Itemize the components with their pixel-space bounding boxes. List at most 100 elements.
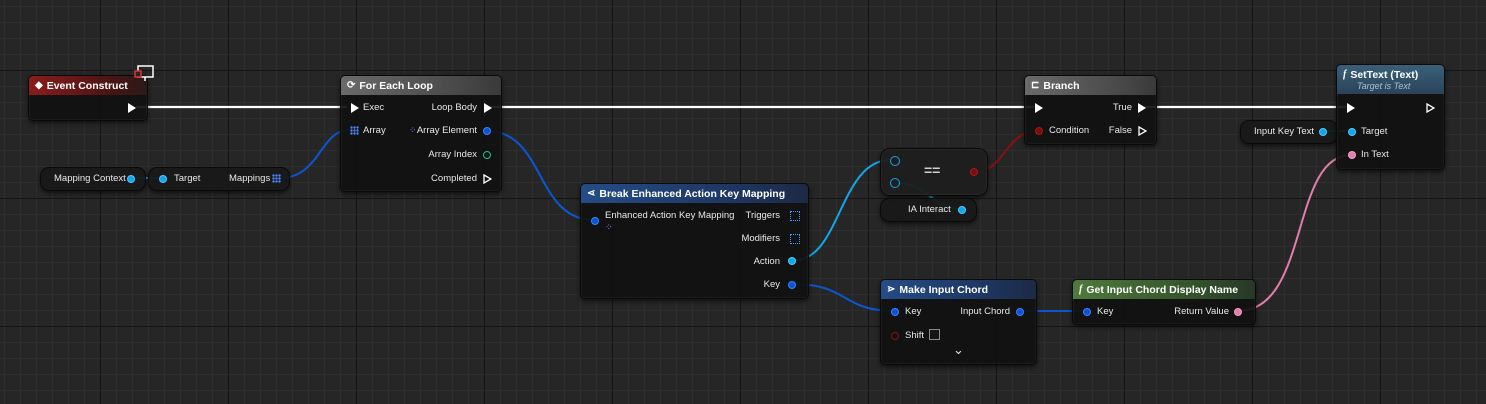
key-out-pin[interactable] bbox=[788, 281, 796, 289]
shift-in-pin[interactable] bbox=[891, 332, 899, 340]
key-in-pin[interactable] bbox=[891, 308, 899, 316]
target-label: Target bbox=[174, 173, 201, 184]
in-text-label: In Text bbox=[1361, 149, 1389, 160]
for-each-loop-node[interactable]: ⟳ For Each Loop Exec Loop Body Array ⁘ A… bbox=[340, 75, 502, 192]
mapping-context-variable[interactable]: Mapping Context bbox=[40, 167, 146, 191]
variable-label: Input Key Text bbox=[1254, 126, 1315, 137]
set-text-node[interactable]: f SetText (Text) Target is Text Target I… bbox=[1336, 64, 1445, 170]
mappings-label: Mappings bbox=[229, 173, 271, 184]
array-element-out-pin[interactable] bbox=[483, 127, 491, 135]
target-label: Target bbox=[1361, 126, 1388, 137]
branch-header: ⊏ Branch bbox=[1025, 76, 1156, 95]
event-construct-node[interactable]: ◆ Event Construct bbox=[28, 75, 148, 121]
get-display-header: f Get Input Chord Display Name bbox=[1073, 280, 1255, 299]
object-out-pin[interactable] bbox=[958, 206, 966, 214]
node-title: Event Construct bbox=[46, 79, 128, 92]
condition-label: Condition bbox=[1049, 125, 1090, 136]
break-mapping-node[interactable]: ⋖ Break Enhanced Action Key Mapping Enha… bbox=[580, 183, 809, 299]
equals-operator: == bbox=[924, 162, 941, 178]
key-in-pin[interactable] bbox=[1083, 308, 1091, 316]
key-label: Key bbox=[1097, 306, 1114, 317]
target-in-pin[interactable] bbox=[159, 175, 167, 183]
mapping-in-pin[interactable] bbox=[591, 217, 599, 225]
input-chord-out-pin[interactable] bbox=[1016, 308, 1024, 316]
object-out-pin[interactable] bbox=[1319, 128, 1327, 136]
make-chord-header: ⋗ Make Input Chord bbox=[881, 280, 1036, 299]
struct-glyph-icon: ⁘ bbox=[409, 125, 417, 135]
node-title: Make Input Chord bbox=[899, 283, 989, 296]
array-element-label: Array Element bbox=[416, 125, 477, 136]
function-icon: f bbox=[1343, 69, 1347, 80]
true-out-pin[interactable] bbox=[1138, 103, 1146, 113]
client-monitor-icon bbox=[134, 65, 154, 81]
node-title: Get Input Chord Display Name bbox=[1086, 283, 1239, 296]
array-out-pin[interactable] bbox=[272, 174, 281, 183]
struct-glyph-icon: ⁘ bbox=[605, 222, 613, 232]
target-in-pin[interactable] bbox=[1348, 128, 1356, 136]
array-index-out-pin[interactable] bbox=[483, 151, 491, 159]
true-label: True bbox=[1112, 102, 1132, 113]
triggers-label: Triggers bbox=[745, 210, 781, 221]
exec-out-pin[interactable] bbox=[1426, 103, 1435, 113]
node-title: SetText (Text) bbox=[1350, 68, 1419, 81]
in-text-in-pin[interactable] bbox=[1348, 151, 1356, 159]
get-chord-display-name-node[interactable]: f Get Input Chord Display Name Key Retur… bbox=[1072, 279, 1256, 325]
a-in-pin[interactable] bbox=[890, 156, 900, 166]
node-title: For Each Loop bbox=[359, 79, 433, 92]
mapping-input-label: Enhanced Action Key Mapping bbox=[605, 210, 735, 221]
triggers-out-pin[interactable] bbox=[790, 211, 800, 221]
result-out-pin[interactable] bbox=[970, 168, 978, 176]
loop-body-label: Loop Body bbox=[431, 102, 477, 113]
array-index-label: Array Index bbox=[428, 149, 477, 160]
branch-icon: ⊏ bbox=[1031, 80, 1040, 91]
exec-label: Exec bbox=[363, 102, 385, 113]
false-out-pin[interactable] bbox=[1138, 126, 1147, 136]
object-out-pin[interactable] bbox=[127, 175, 135, 183]
node-title: Branch bbox=[1043, 79, 1080, 92]
get-mappings-node[interactable]: Target Mappings bbox=[148, 167, 290, 191]
completed-out-pin[interactable] bbox=[483, 174, 492, 184]
b-in-pin[interactable] bbox=[890, 178, 900, 188]
key-label: Key bbox=[763, 279, 780, 290]
variable-label: Mapping Context bbox=[54, 173, 126, 184]
make-struct-icon: ⋗ bbox=[887, 284, 896, 295]
exec-in-pin[interactable] bbox=[1347, 103, 1355, 113]
modifiers-out-pin[interactable] bbox=[790, 234, 800, 244]
key-label: Key bbox=[905, 306, 922, 317]
function-icon: f bbox=[1079, 284, 1083, 295]
exec-in-pin[interactable] bbox=[1035, 103, 1043, 113]
completed-label: Completed bbox=[431, 173, 477, 184]
node-title: Break Enhanced Action Key Mapping bbox=[599, 187, 786, 200]
struct-wire bbox=[486, 130, 595, 221]
shift-checkbox[interactable] bbox=[929, 329, 940, 340]
return-value-label: Return Value bbox=[1174, 306, 1229, 317]
condition-in-pin[interactable] bbox=[1035, 127, 1043, 135]
event-diamond-icon: ◆ bbox=[35, 80, 43, 91]
shift-label: Shift bbox=[905, 330, 925, 341]
expand-chevron-icon[interactable]: ⌄ bbox=[953, 342, 964, 357]
node-subtitle: Target is Text bbox=[1357, 80, 1411, 91]
exec-in-pin[interactable] bbox=[351, 103, 359, 113]
input-chord-label: Input Chord bbox=[960, 306, 1010, 317]
array-wire bbox=[279, 129, 350, 179]
false-label: False bbox=[1108, 125, 1132, 136]
input-key-text-variable[interactable]: Input Key Text bbox=[1240, 120, 1338, 144]
array-label: Array bbox=[363, 125, 386, 136]
break-mapping-header: ⋖ Break Enhanced Action Key Mapping bbox=[581, 184, 808, 203]
loop-icon: ⟳ bbox=[347, 80, 356, 91]
modifiers-label: Modifiers bbox=[741, 233, 780, 244]
equals-node[interactable]: == bbox=[880, 148, 988, 196]
loop-body-out-pin[interactable] bbox=[484, 103, 492, 113]
ia-interact-variable[interactable]: IA Interact bbox=[880, 198, 977, 222]
branch-node[interactable]: ⊏ Branch True Condition False bbox=[1024, 75, 1157, 145]
set-text-header: f SetText (Text) Target is Text bbox=[1337, 65, 1444, 94]
object-wire bbox=[794, 159, 891, 261]
make-input-chord-node[interactable]: ⋗ Make Input Chord Key Input Chord Shift… bbox=[880, 279, 1037, 365]
return-value-out-pin[interactable] bbox=[1234, 308, 1242, 316]
event-construct-header: ◆ Event Construct bbox=[29, 76, 147, 95]
array-in-pin[interactable] bbox=[350, 126, 359, 135]
variable-label: IA Interact bbox=[908, 204, 951, 215]
exec-out-pin[interactable] bbox=[128, 103, 136, 113]
action-out-pin[interactable] bbox=[788, 257, 796, 265]
for-each-header: ⟳ For Each Loop bbox=[341, 76, 501, 95]
